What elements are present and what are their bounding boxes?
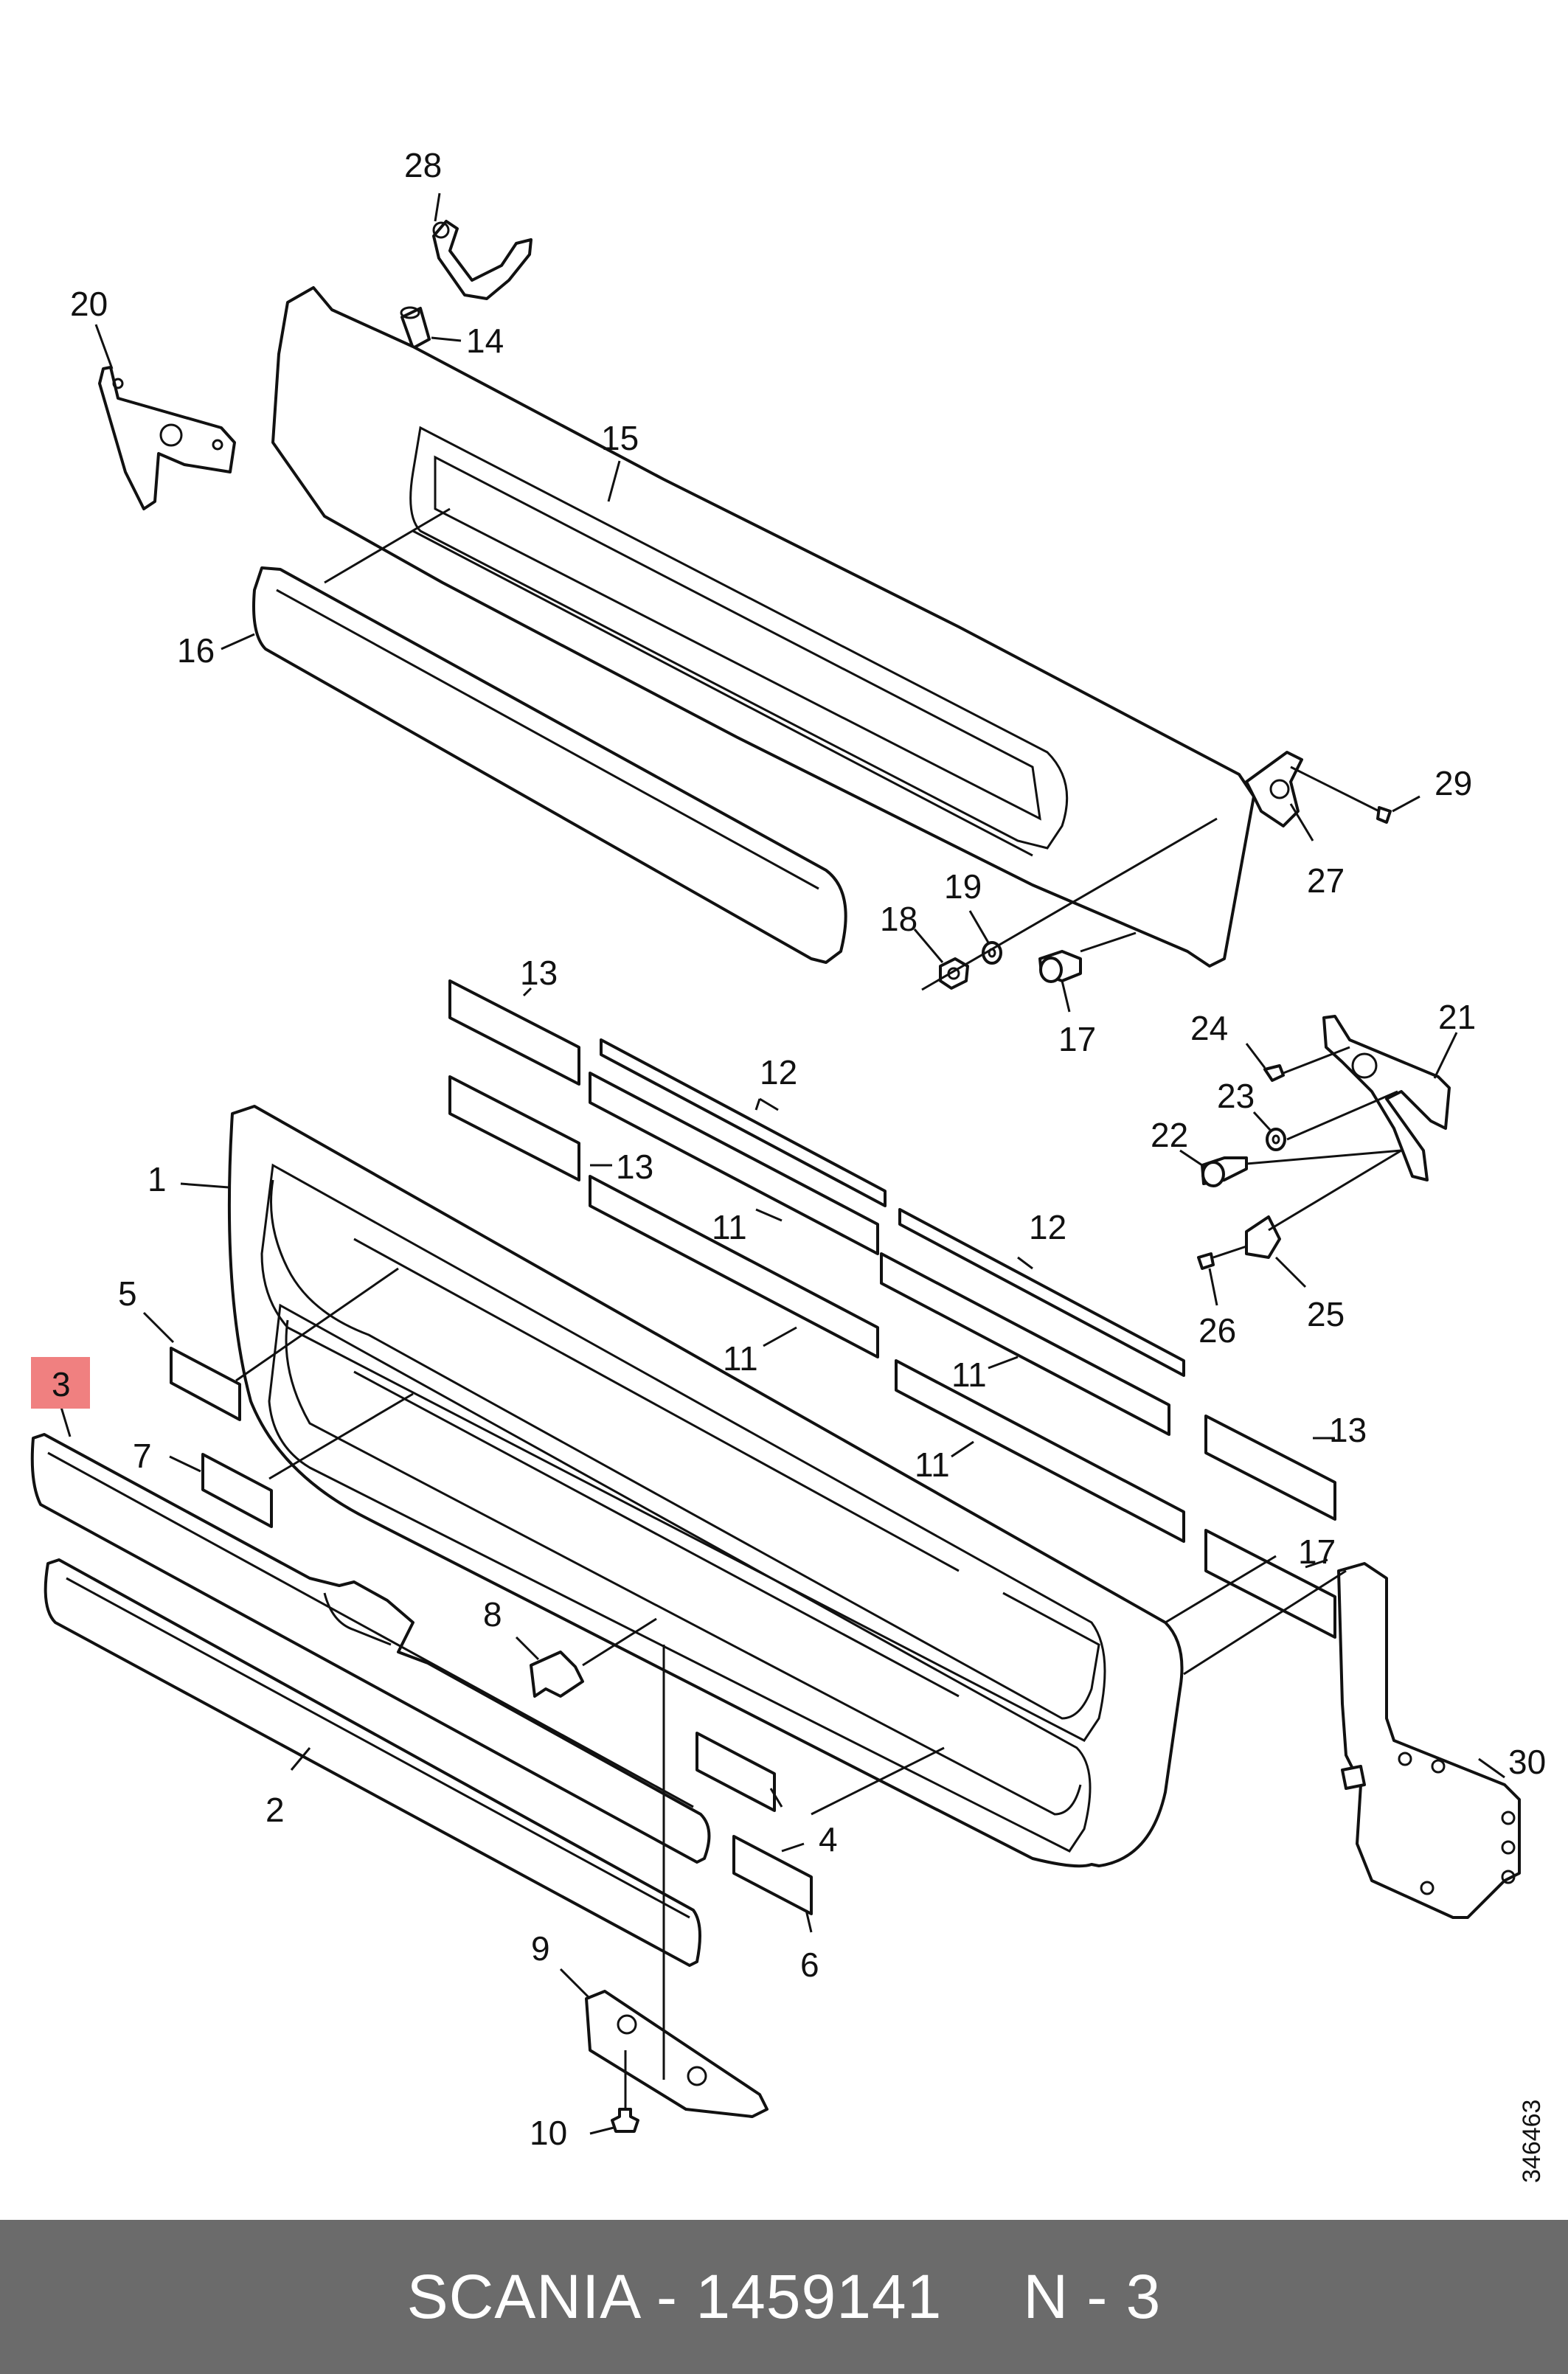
- screw-part-29: [1376, 806, 1392, 824]
- callout-11a: 11: [712, 1208, 747, 1246]
- bracket-part-9: [585, 1990, 769, 2118]
- callout-27: 27: [1307, 861, 1345, 900]
- callout-12b: 12: [1029, 1208, 1066, 1246]
- strip-part-12: [600, 1038, 1185, 1377]
- strip-part-11: [589, 1072, 1185, 1543]
- trim-strip-part-3: [30, 1433, 711, 1864]
- callout-21: 21: [1438, 998, 1476, 1036]
- plate-part-5: [170, 1347, 241, 1421]
- callout-13a: 13: [520, 954, 558, 992]
- callout-15: 15: [601, 419, 639, 457]
- callout-10: 10: [530, 2114, 567, 2152]
- screw-part-24: [1263, 1064, 1285, 1082]
- callout-13c: 13: [1329, 1411, 1367, 1449]
- plate-part-4: [695, 1732, 776, 1812]
- callout-labels: 1 2 3 4 5 6 7 8 9 10 11 11 11 11 12 12 1…: [52, 146, 1546, 2152]
- upper-panel-part-15: [271, 286, 1255, 968]
- callout-2: 2: [266, 1791, 285, 1829]
- washer-part-23: [1266, 1128, 1286, 1151]
- callout-5: 5: [118, 1274, 137, 1313]
- bolt-part-22: [1201, 1156, 1248, 1187]
- nut-part-18: [939, 957, 969, 990]
- callout-26: 26: [1198, 1311, 1236, 1350]
- callout-20: 20: [70, 285, 108, 323]
- callout-4: 4: [819, 1820, 838, 1858]
- callout-11b: 11: [723, 1339, 758, 1378]
- clip-part-8: [530, 1651, 584, 1698]
- bracket-part-20: [98, 366, 236, 510]
- callout-13b: 13: [616, 1148, 653, 1186]
- callout-7: 7: [133, 1437, 152, 1475]
- bracket-part-30: [1337, 1562, 1521, 1919]
- position-label: N - 3: [1023, 2262, 1162, 2331]
- callout-12a: 12: [760, 1053, 797, 1091]
- stud-part-14: [400, 306, 431, 350]
- bolt-part-17: [1038, 950, 1082, 983]
- highlight-box: [31, 1357, 90, 1409]
- callout-24: 24: [1190, 1009, 1228, 1047]
- callout-14: 14: [466, 322, 504, 360]
- callout-22: 22: [1151, 1116, 1188, 1154]
- callout-16: 16: [177, 631, 215, 670]
- callout-1: 1: [148, 1160, 167, 1198]
- parts-diagram: 1 2 3 4 5 6 7 8 9 10 11 11 11 11 12 12 1…: [30, 146, 1546, 2183]
- bracket-part-27: [1245, 751, 1303, 827]
- callout-17a: 17: [1058, 1020, 1096, 1058]
- callout-3: 3: [52, 1365, 71, 1403]
- lower-bar-part-2: [44, 1558, 701, 1967]
- callout-6: 6: [800, 1946, 819, 1984]
- callout-29: 29: [1435, 764, 1472, 802]
- clip-part-25: [1245, 1215, 1281, 1259]
- plate-part-7: [201, 1453, 273, 1528]
- callout-11d: 11: [915, 1445, 950, 1484]
- plate-part-6: [732, 1835, 813, 1915]
- bracket-part-21: [1322, 1015, 1451, 1181]
- callout-25: 25: [1307, 1295, 1345, 1333]
- footer-bar: SCANIA - 1459141 N - 3: [0, 2220, 1568, 2374]
- part-label: SCANIA - 1459141: [406, 2262, 943, 2331]
- label-plate-part-13: [448, 979, 1336, 1639]
- trim-strip-part-16: [252, 566, 847, 964]
- callout-18: 18: [880, 900, 917, 938]
- callout-17b: 17: [1298, 1533, 1336, 1571]
- callout-8: 8: [483, 1595, 502, 1634]
- callout-28: 28: [404, 146, 442, 184]
- callout-19: 19: [944, 867, 982, 906]
- callout-30: 30: [1508, 1743, 1546, 1781]
- screw-part-10: [611, 2108, 639, 2133]
- callout-9: 9: [531, 1929, 550, 1968]
- callout-11c: 11: [951, 1356, 987, 1394]
- screw-part-26: [1197, 1252, 1215, 1270]
- bracket-part-28: [432, 220, 533, 300]
- drawing-number: 346463: [1518, 2100, 1546, 2183]
- grille-frame-part-1: [227, 1105, 1184, 1868]
- callout-23: 23: [1217, 1077, 1255, 1115]
